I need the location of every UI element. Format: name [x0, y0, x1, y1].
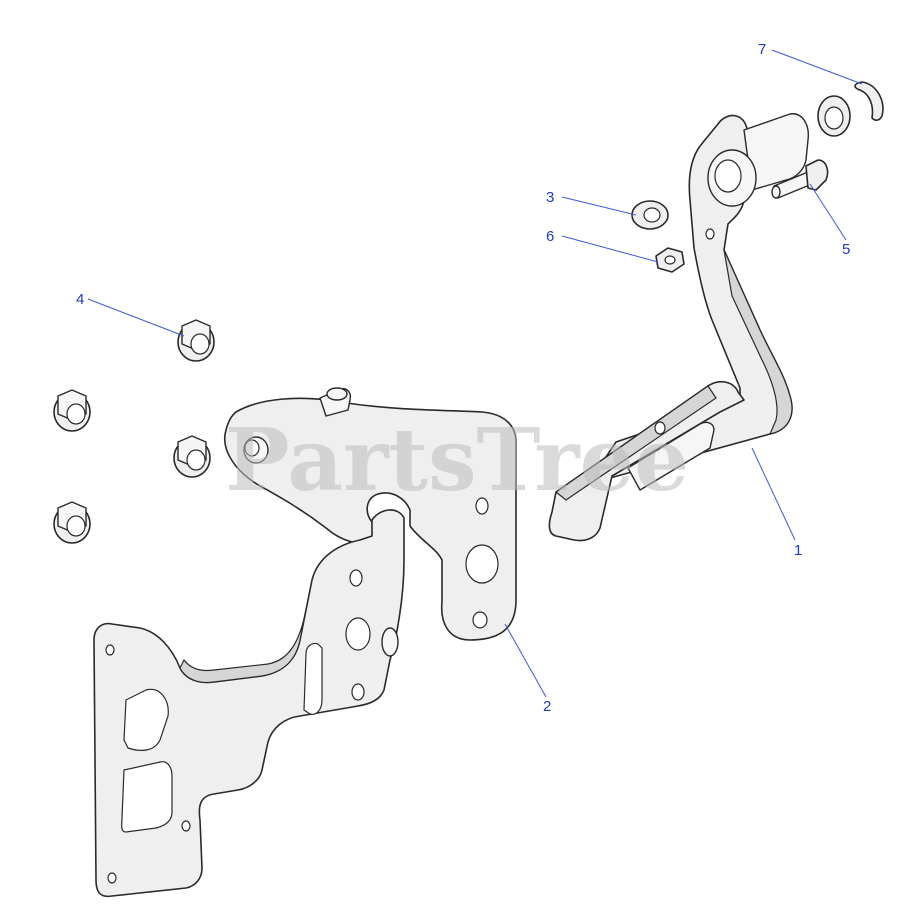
callout-5: 5 — [842, 241, 850, 258]
callout-7: 7 — [758, 41, 766, 58]
callout-1: 1 — [794, 542, 802, 559]
bracket-part-2 — [93, 387, 517, 898]
callout-6: 6 — [546, 228, 554, 245]
callout-2: 2 — [543, 698, 551, 715]
callout-4: 4 — [76, 291, 84, 308]
watermark-text: PartsTree — [225, 410, 689, 511]
pedal-part-1 — [548, 113, 809, 542]
leader-lines — [87, 49, 863, 698]
bushing-part-3 — [631, 200, 669, 230]
flange-nuts-part-4 — [53, 319, 215, 544]
callout-labels: 7 3 6 4 5 1 2 — [76, 41, 850, 715]
flange-nut-a — [177, 319, 215, 362]
flange-nut-c — [173, 435, 211, 478]
nut-part-6 — [655, 247, 685, 273]
flange-nut-b — [53, 389, 91, 432]
bushing-clip-part-7 — [817, 81, 884, 137]
bolt-part-5 — [771, 159, 829, 199]
callout-3: 3 — [546, 189, 554, 206]
flange-nut-d — [53, 501, 91, 544]
